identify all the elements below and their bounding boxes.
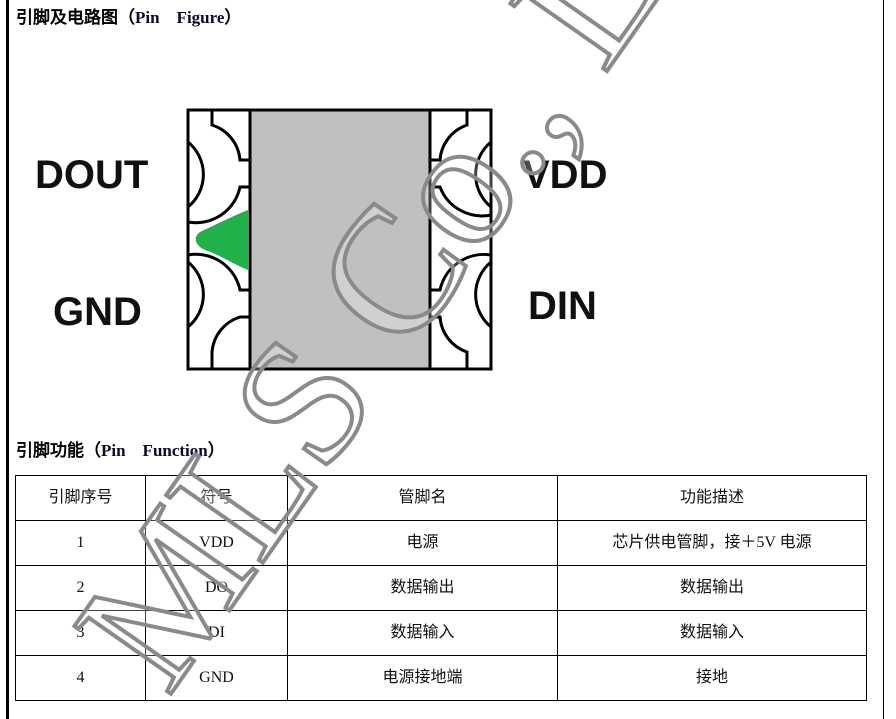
table-cell: 4 [15,655,146,701]
table-cell: 芯片供电管脚，接＋5V 电源 [557,520,867,566]
pin-label-dout: DOUT [35,153,149,197]
header-cell: 符号 [145,475,288,521]
led-indicator [195,210,248,270]
table-cell: 数据输入 [557,610,867,656]
table-cell: 1 [15,520,146,566]
table-cell: 电源 [287,520,558,566]
pin-diagram [186,108,493,371]
table-cell: 3 [15,610,146,656]
pin-function-heading: 引脚功能（Pin Function） [16,440,225,462]
table-cell: 数据输入 [287,610,558,656]
table-cell: GND [145,655,288,701]
table-cell: 数据输出 [287,565,558,611]
heading-cn: 引脚功能（ [16,441,101,461]
header-cell: 引脚序号 [15,475,146,521]
table-cell: 接地 [557,655,867,701]
pin-figure-heading: 引脚及电路图（Pin Figure） [16,7,241,29]
table-cell: DO [145,565,288,611]
table-cell: VDD [145,520,288,566]
table-cell: DI [145,610,288,656]
table-header-row: 引脚序号 符号 管脚名 功能描述 [15,475,867,521]
table-cell: 2 [15,565,146,611]
header-cell: 功能描述 [557,475,867,521]
chip-body [248,108,432,371]
page-border-right [883,0,884,719]
heading-end: ） [207,441,225,461]
page-border-left [6,0,9,719]
heading-cn: 引脚及电路图（ [16,8,135,28]
pin-label-gnd: GND [53,290,142,334]
heading-en: Pin Function [101,441,208,460]
pin-label-din: DIN [528,284,597,328]
heading-en: Pin Figure [135,8,225,27]
pin-label-vdd: VDD [523,153,608,197]
table-cell: 数据输出 [557,565,867,611]
table-cell: 电源接地端 [287,655,558,701]
header-cell: 管脚名 [287,475,558,521]
heading-end: ） [224,8,242,28]
